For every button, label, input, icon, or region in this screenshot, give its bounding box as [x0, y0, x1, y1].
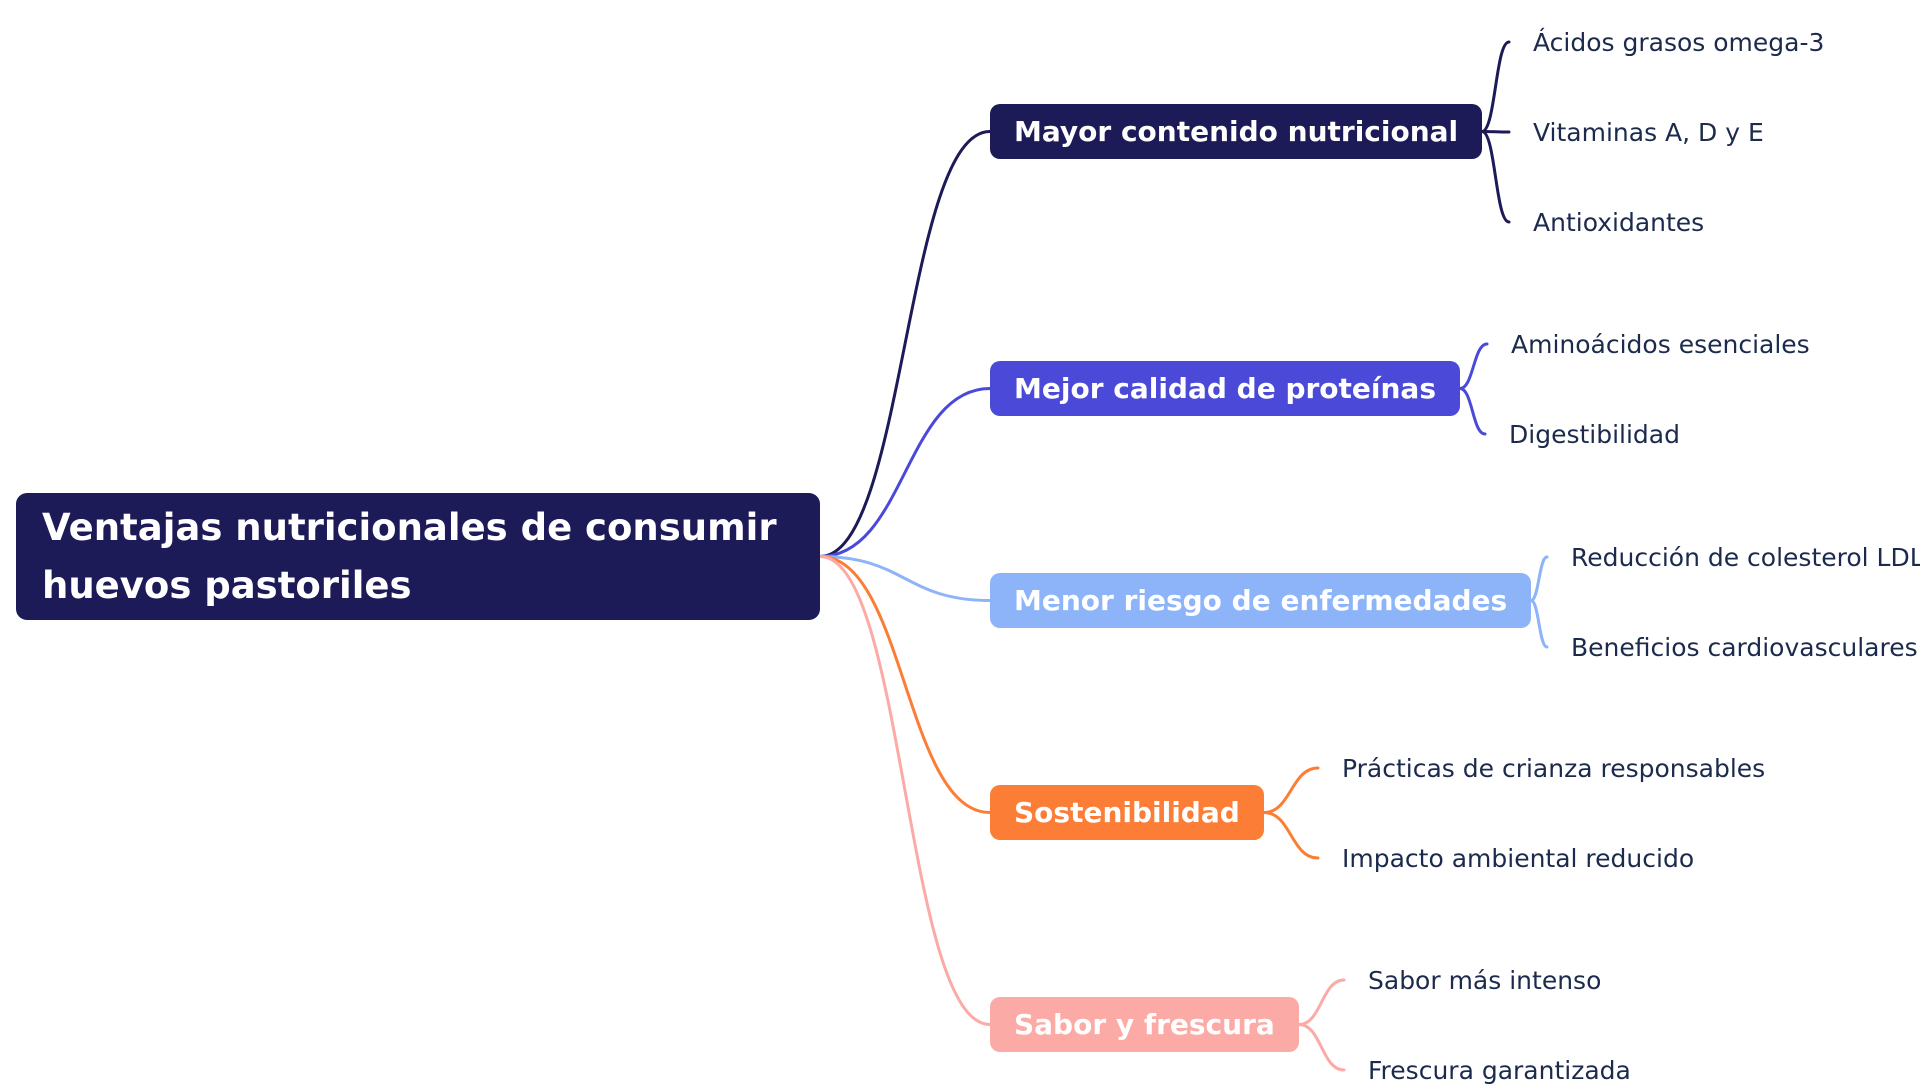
leaf-node[interactable]: Reducción de colesterol LDL	[1571, 543, 1920, 572]
connector-line	[1529, 555, 1549, 602]
connector-line	[1262, 811, 1320, 860]
connector-line	[1458, 387, 1487, 436]
leaf-node[interactable]: Antioxidantes	[1533, 208, 1705, 237]
connector-line	[818, 555, 992, 1026]
leaf-node[interactable]: Digestibilidad	[1509, 420, 1680, 449]
connector-line	[1297, 978, 1346, 1026]
leaf-node[interactable]: Sabor más intenso	[1368, 966, 1602, 995]
branch-node[interactable]: Menor riesgo de enfermedades	[990, 573, 1532, 628]
connector-line	[1262, 766, 1320, 814]
leaf-node[interactable]: Impacto ambiental reducido	[1342, 844, 1695, 873]
leaf-node[interactable]: Ácidos grasos omega-3	[1533, 28, 1825, 57]
connector-line	[818, 130, 992, 558]
connector-line	[1480, 40, 1511, 133]
branch-node[interactable]: Sostenibilidad	[990, 785, 1264, 840]
leaf-node[interactable]: Aminoácidos esenciales	[1511, 330, 1810, 359]
root-node[interactable]: Ventajas nutricionales de consumir huevo…	[16, 493, 820, 620]
connector-line	[818, 555, 992, 814]
connector-line	[1480, 130, 1511, 134]
connector-line	[818, 555, 992, 602]
leaf-node[interactable]: Vitaminas A, D y E	[1533, 118, 1764, 147]
branch-node[interactable]: Mayor contenido nutricional	[990, 104, 1483, 159]
leaf-node[interactable]: Beneficios cardiovasculares	[1571, 633, 1918, 662]
branch-node[interactable]: Sabor y frescura	[990, 997, 1299, 1052]
branch-node[interactable]: Mejor calidad de proteínas	[990, 361, 1460, 416]
leaf-node[interactable]: Frescura garantizada	[1368, 1056, 1631, 1085]
connector-line	[1458, 342, 1489, 390]
connector-line	[818, 387, 992, 558]
connector-line	[1480, 130, 1511, 224]
leaf-node[interactable]: Prácticas de crianza responsables	[1342, 754, 1766, 783]
connector-line	[1297, 1023, 1346, 1072]
connector-line	[1529, 599, 1549, 649]
